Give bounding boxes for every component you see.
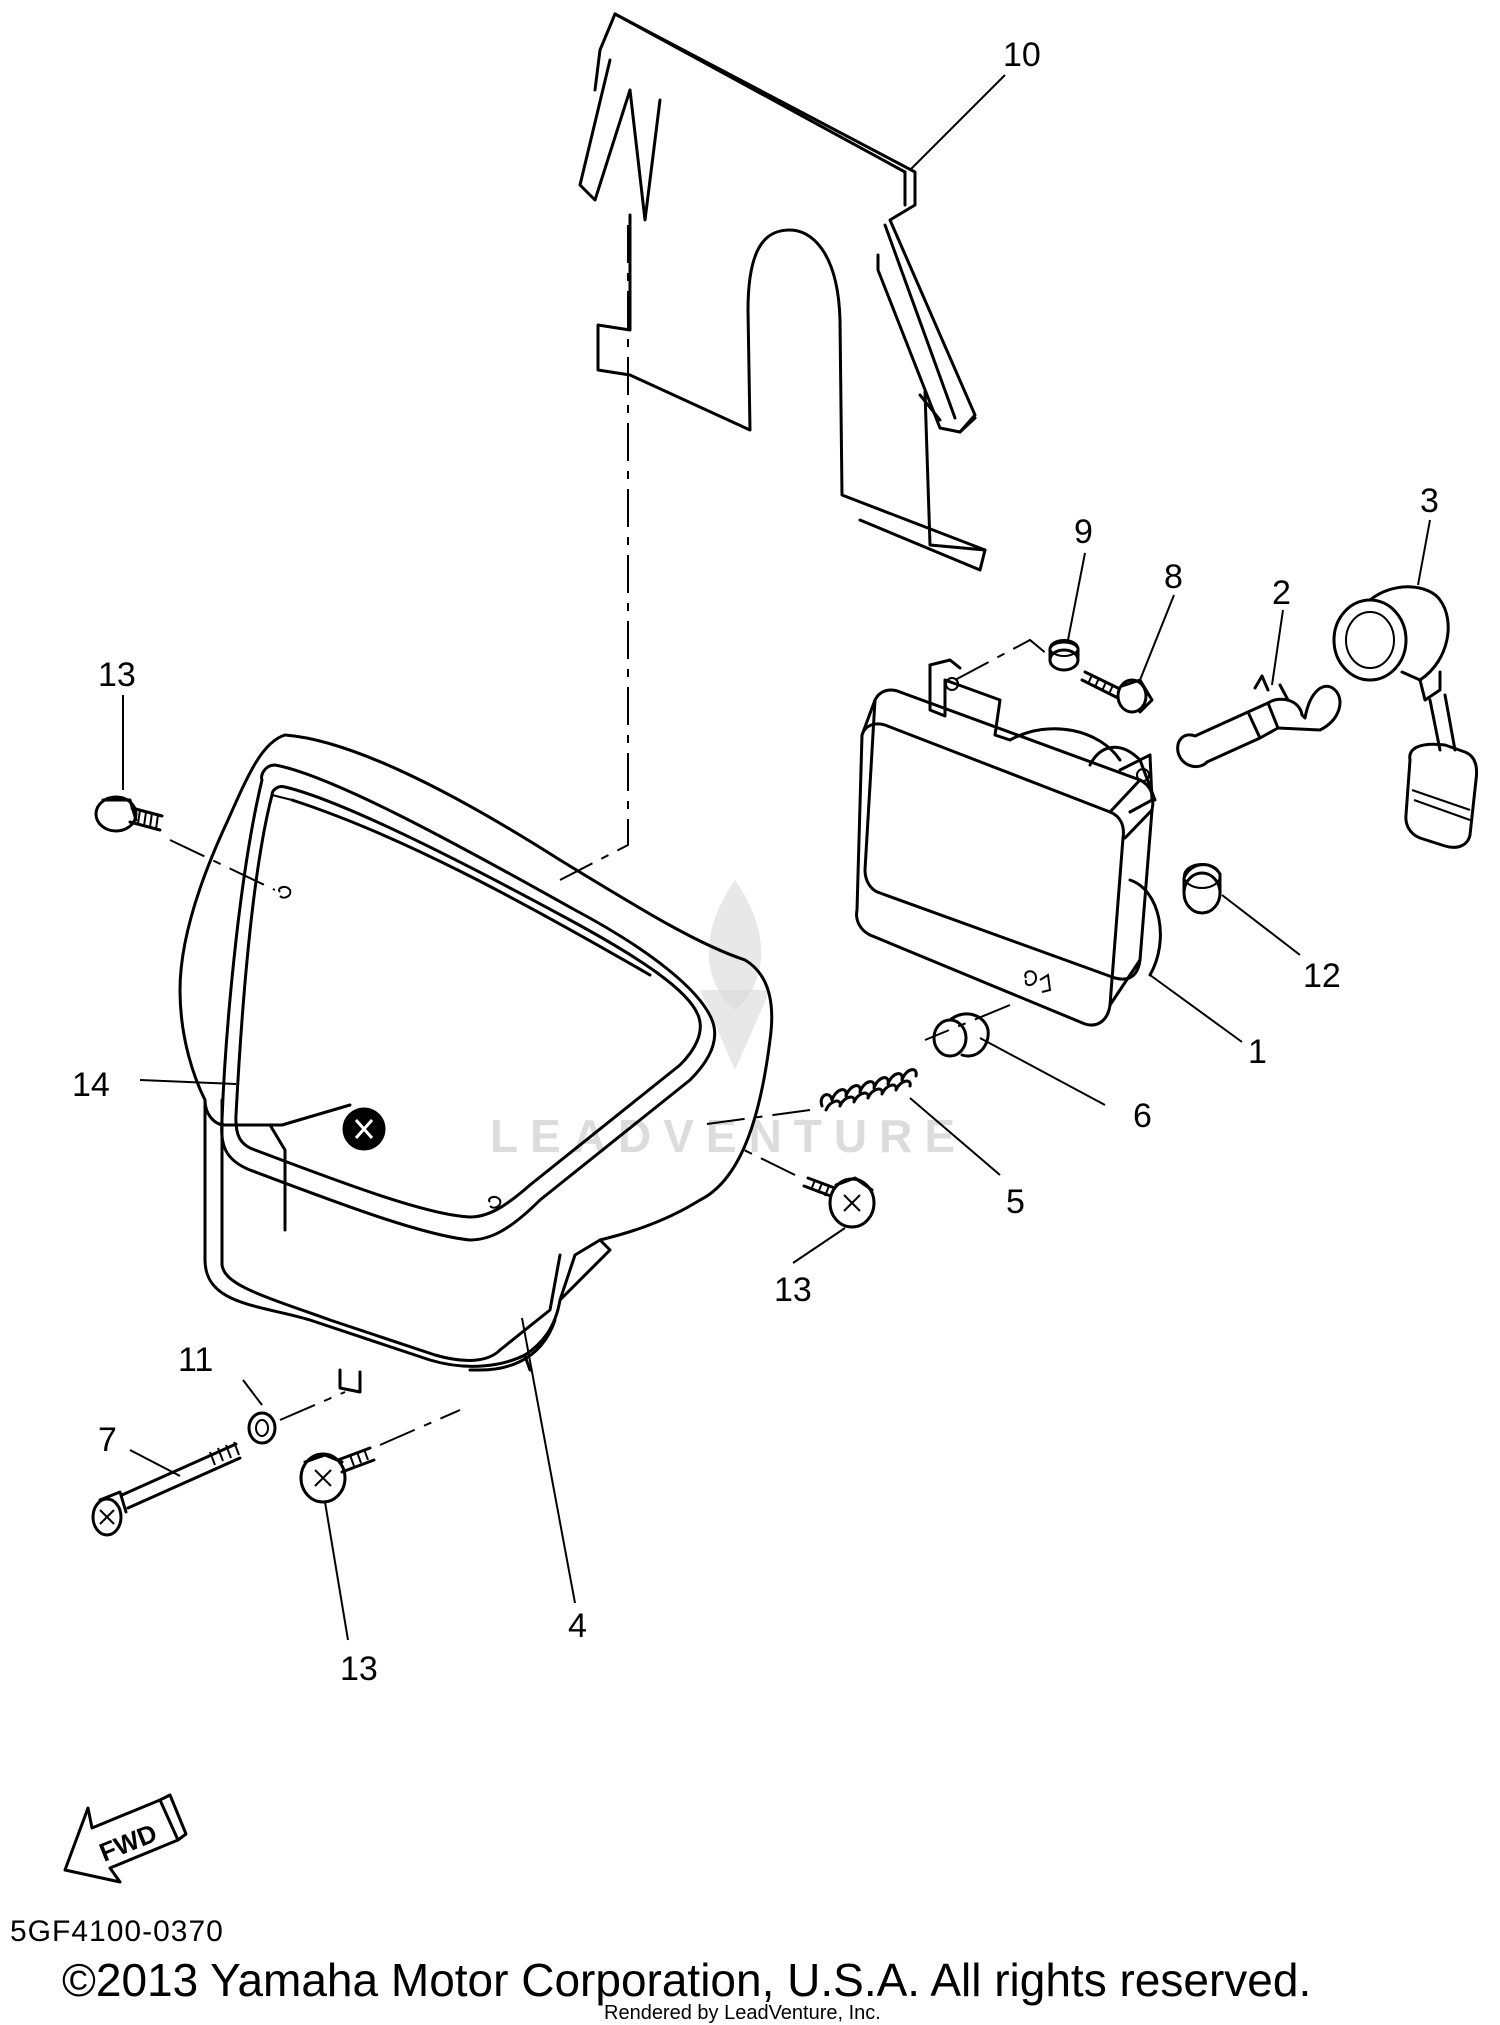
centerline-13-upper [169, 839, 276, 891]
part-4-headlight-cover [178, 733, 774, 1394]
part-13-bolt-right [802, 1176, 876, 1229]
part-9-collar [1048, 639, 1080, 672]
part-11-washer [247, 1411, 277, 1445]
callout-6: 6 [1133, 1097, 1152, 1135]
leader-lines [122, 74, 1431, 1641]
callout-12: 12 [1303, 957, 1341, 995]
part-1-headlight [855, 658, 1162, 1027]
callout-2: 2 [1272, 574, 1291, 612]
watermark-text: LEADVENTURE [490, 1110, 967, 1162]
part-13-bolt-upper-left [94, 795, 164, 833]
part-13-bolt-lower [299, 1446, 376, 1504]
callout-8: 8 [1164, 558, 1183, 596]
callout-13-lower: 13 [340, 1650, 378, 1688]
centerline-11 [279, 1391, 346, 1421]
part-8-bolt [1080, 670, 1154, 714]
callout-4: 4 [568, 1607, 587, 1645]
part-3-socket [1332, 585, 1479, 849]
callout-14: 14 [72, 1066, 110, 1104]
callout-11: 11 [178, 1341, 213, 1379]
centerline-5 [699, 1109, 811, 1126]
callout-5: 5 [1006, 1183, 1025, 1221]
leadventure-watermark: LEADVENTURE [490, 880, 967, 1162]
centerline-13-right [739, 1147, 796, 1176]
part-7-long-bolt [91, 1441, 242, 1537]
part-2-bulb [1176, 674, 1342, 769]
callout-1: 1 [1248, 1033, 1267, 1071]
part-10-bracket [578, 12, 987, 572]
part-5-spring [819, 1068, 918, 1112]
fwd-arrow-icon: FWD [63, 1793, 188, 1884]
callout-13-upper-left: 13 [98, 656, 136, 694]
part-6-retainer [932, 1012, 990, 1058]
part-14-number-plate [220, 763, 717, 1242]
centerline-13-lower [379, 1409, 461, 1446]
callout-7: 7 [98, 1421, 117, 1459]
rendered-by-credit: Rendered by LeadVenture, Inc. [604, 2002, 881, 2024]
diagram-code: 5GF4100-0370 [10, 1915, 224, 1948]
callout-3: 3 [1420, 482, 1439, 520]
callout-13-right: 13 [774, 1271, 812, 1309]
copyright-notice: ©2013 Yamaha Motor Corporation, U.S.A. A… [62, 1954, 1312, 2006]
centerline-8 [954, 638, 1049, 681]
callout-10: 10 [1003, 36, 1041, 74]
callout-9: 9 [1074, 513, 1093, 551]
centerline-10 [559, 225, 629, 881]
centerline-6 [924, 1004, 1011, 1041]
part-12-grommet [1182, 863, 1222, 915]
